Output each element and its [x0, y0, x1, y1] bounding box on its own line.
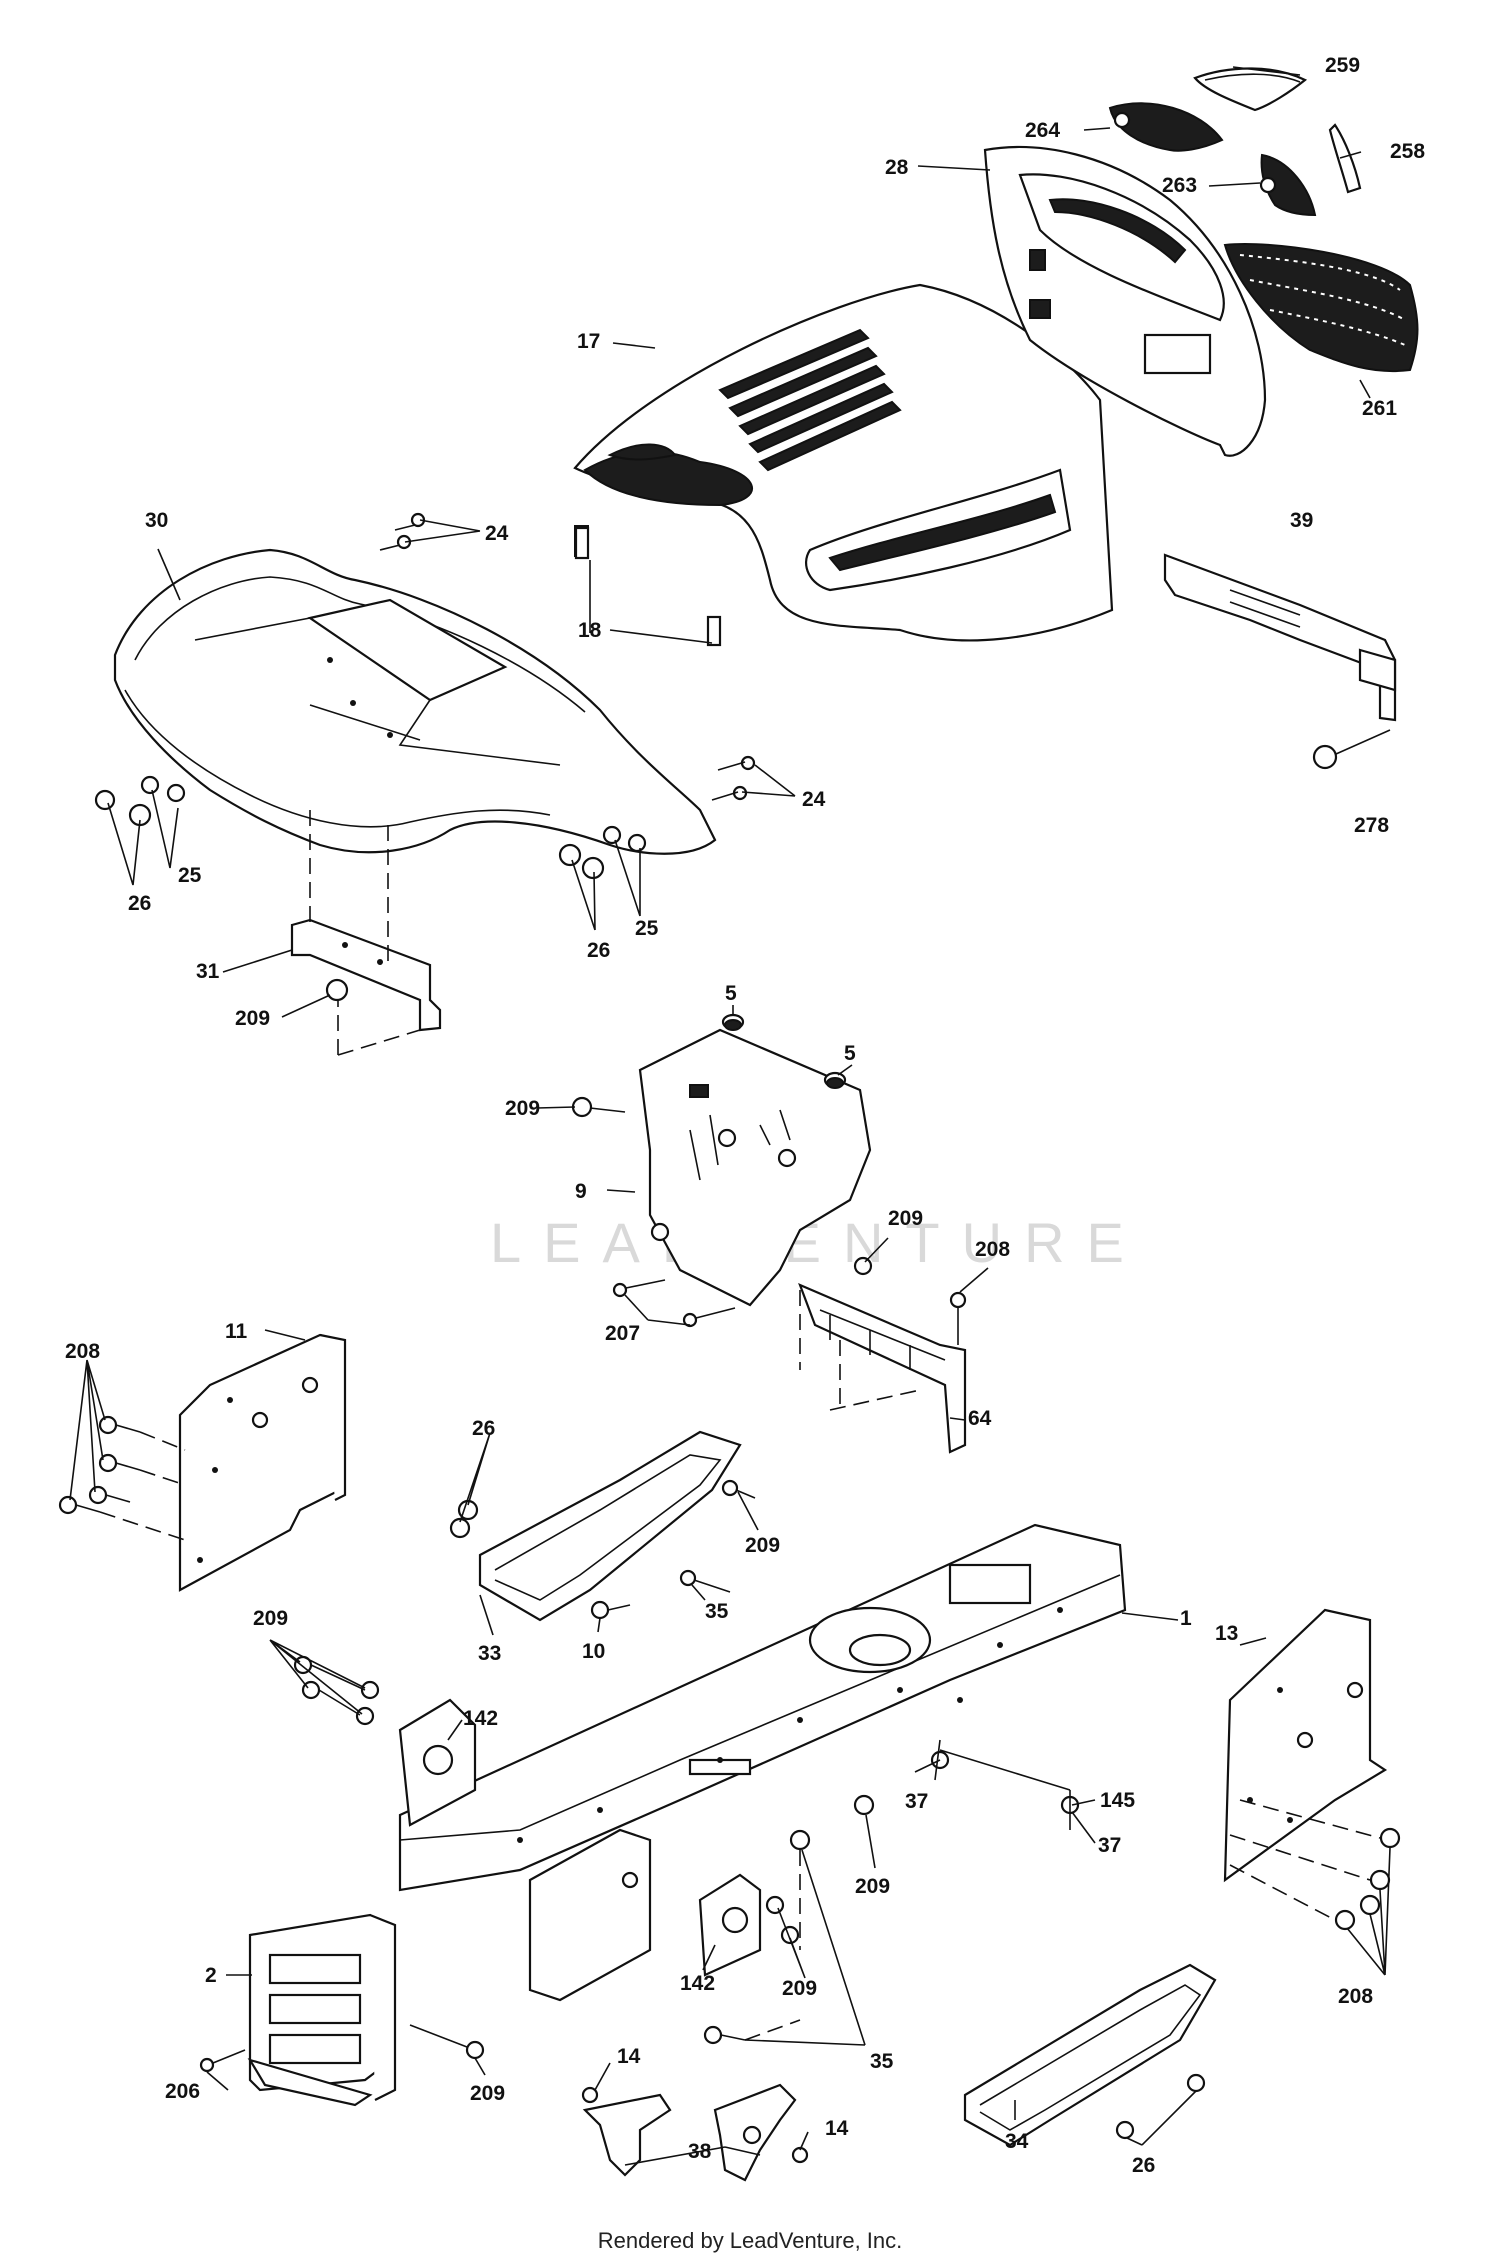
hood-vents	[718, 328, 902, 472]
bolt-part-278	[1312, 729, 1391, 770]
headlight-part-263	[1259, 153, 1317, 217]
plate-part-142-b	[698, 1873, 800, 1977]
callout-26-c: 26	[472, 1417, 495, 1440]
bolts-part-208-left	[58, 1415, 186, 1541]
callout-28: 28	[885, 156, 909, 179]
callout-1: 1	[1180, 1607, 1192, 1630]
callout-24-a: 24	[485, 522, 509, 545]
hardware-fender-right	[558, 755, 756, 880]
callout-14-a: 14	[617, 2045, 641, 2068]
callout-209-f: 209	[855, 1875, 890, 1898]
callout-18: 18	[578, 619, 602, 642]
callout-2: 2	[205, 1964, 217, 1987]
hardware-dash	[571, 1096, 873, 1328]
plate-part-142-a	[398, 1698, 477, 1827]
callout-258: 258	[1390, 140, 1425, 163]
callout-10: 10	[582, 1640, 605, 1663]
callout-209-b: 209	[505, 1097, 540, 1120]
callout-209-g: 209	[782, 1977, 817, 2000]
callout-263: 263	[1162, 174, 1197, 197]
callout-38: 38	[688, 2140, 712, 2163]
bolts-part-209-left	[293, 1655, 380, 1726]
lens-part-259	[1193, 67, 1308, 112]
bracket-part-39	[1163, 553, 1397, 722]
callout-209-e: 209	[253, 1607, 288, 1630]
bracket-part-38-b	[713, 2083, 797, 2182]
grommet-part-5-b	[823, 1071, 847, 1089]
callout-35-a: 35	[705, 1600, 729, 1623]
bracket-part-31	[290, 810, 442, 1056]
callout-209-a: 209	[235, 1007, 270, 1030]
callout-17: 17	[577, 330, 600, 353]
callout-278: 278	[1354, 814, 1389, 837]
bolt-part-209-a	[325, 978, 349, 1002]
clip-part-18	[574, 526, 722, 647]
callout-209-c: 209	[888, 1207, 923, 1230]
bracket-part-38-a	[582, 2093, 672, 2177]
headlight-part-264	[1108, 102, 1224, 152]
fender-part-30	[113, 548, 717, 855]
lens-part-258	[1328, 123, 1362, 194]
footrest-part-33	[449, 1430, 742, 1622]
hardware-plate-2	[199, 2024, 485, 2073]
callout-209-h: 209	[470, 2082, 505, 2105]
callout-5-b: 5	[844, 1042, 856, 1065]
hardware-footrest	[590, 1479, 756, 1620]
side-plate-part-13	[1223, 1608, 1388, 1883]
plate-part-2	[247, 1913, 397, 2107]
callout-206: 206	[165, 2080, 200, 2103]
callout-37-a: 37	[905, 1790, 928, 1813]
callout-25-b: 25	[635, 917, 659, 940]
bracket-part-64	[798, 1282, 967, 1454]
callout-35-b: 35	[870, 2050, 894, 2073]
callout-11: 11	[225, 1320, 248, 1343]
callout-207: 207	[605, 1322, 640, 1345]
callout-31: 31	[196, 960, 220, 983]
callout-142-b: 142	[680, 1972, 715, 1995]
callout-64: 64	[968, 1407, 992, 1430]
frame-part-1	[398, 1523, 1127, 1892]
bolt-part-14-b	[791, 2146, 809, 2164]
callout-24-b: 24	[802, 788, 826, 811]
leader-lines	[69, 66, 1391, 2166]
callout-26-a: 26	[128, 892, 151, 915]
hardware-fender-left	[94, 512, 426, 827]
callout-25-a: 25	[178, 864, 202, 887]
callout-14-b: 14	[825, 2117, 849, 2140]
callout-9: 9	[575, 1180, 587, 1203]
callout-labels: 1 2 5 5 9 10 11 13 14 14 17 18 24 24 25 …	[65, 54, 1425, 2177]
callout-5-a: 5	[725, 982, 737, 1005]
callout-142-a: 142	[463, 1707, 498, 1730]
callout-208-c: 208	[1338, 1985, 1373, 2008]
callout-26-d: 26	[1132, 2154, 1155, 2177]
callout-34: 34	[1005, 2130, 1029, 2153]
hood-part-17	[573, 283, 1114, 646]
callout-37-b: 37	[1098, 1834, 1121, 1857]
callout-264: 264	[1025, 119, 1060, 142]
callout-209-d: 209	[745, 1534, 780, 1557]
callout-26-b: 26	[587, 939, 610, 962]
callout-208-b: 208	[975, 1238, 1010, 1261]
hardware-frame-bottom	[703, 1794, 875, 2045]
support-part-145	[930, 1739, 1080, 1830]
front-plate	[528, 1828, 652, 2002]
grille-part-261	[1223, 243, 1419, 373]
callout-30: 30	[145, 509, 168, 532]
grille-housing-part-28	[983, 145, 1267, 457]
bolt-part-14-a	[581, 2086, 599, 2104]
callout-13: 13	[1215, 1622, 1238, 1645]
footer-credit: Rendered by LeadVenture, Inc.	[597, 2228, 903, 2253]
side-plate-part-11	[178, 1333, 347, 1592]
callout-208-a: 208	[65, 1340, 100, 1363]
callout-33: 33	[478, 1642, 501, 1665]
callout-39: 39	[1290, 509, 1313, 532]
callout-145: 145	[1100, 1789, 1135, 1812]
grommet-part-5-a	[721, 1013, 745, 1031]
footrest-part-34	[963, 1963, 1217, 2147]
callout-259: 259	[1325, 54, 1360, 77]
callout-261: 261	[1362, 397, 1397, 420]
